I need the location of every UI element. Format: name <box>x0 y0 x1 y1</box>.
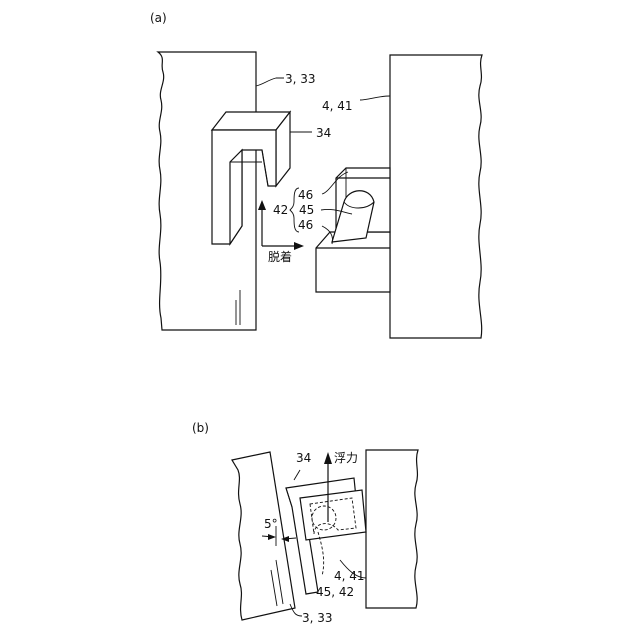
figure-a: (a) 3, 33 4, 41 <box>150 11 482 338</box>
label-detach: 脱着 <box>268 249 292 264</box>
label-3-33: 3, 33 <box>285 72 316 86</box>
label-5-degree: 5° <box>264 517 278 531</box>
figure-b: (b) 浮力 34 5° 4, 41 45, 42 3, 33 <box>192 421 418 625</box>
leader-34-b <box>294 470 300 480</box>
label-buoyancy: 浮力 <box>334 451 358 465</box>
right-wall-member <box>390 55 482 338</box>
label-34: 34 <box>316 126 331 140</box>
label-42: 42 <box>273 203 288 217</box>
figure-b-panel-label: (b) <box>192 421 209 435</box>
leader-4-41 <box>360 96 390 100</box>
label-45-42-b: 45, 42 <box>316 585 354 599</box>
label-4-41-b: 4, 41 <box>334 569 365 583</box>
label-34-b: 34 <box>296 451 311 465</box>
leader-3-33 <box>256 78 284 86</box>
receiver-block-b <box>300 490 366 540</box>
label-4-41: 4, 41 <box>322 99 353 113</box>
right-wall-member-b <box>366 450 418 608</box>
label-46-top: 46 <box>298 188 313 202</box>
label-3-33-b: 3, 33 <box>302 611 333 625</box>
leader-3-33-b <box>290 604 302 616</box>
receiver-42 <box>316 168 390 292</box>
label-45: 45 <box>299 203 314 217</box>
figure-a-panel-label: (a) <box>150 11 167 25</box>
label-46-bottom: 46 <box>298 218 313 232</box>
hook-34 <box>212 112 290 244</box>
